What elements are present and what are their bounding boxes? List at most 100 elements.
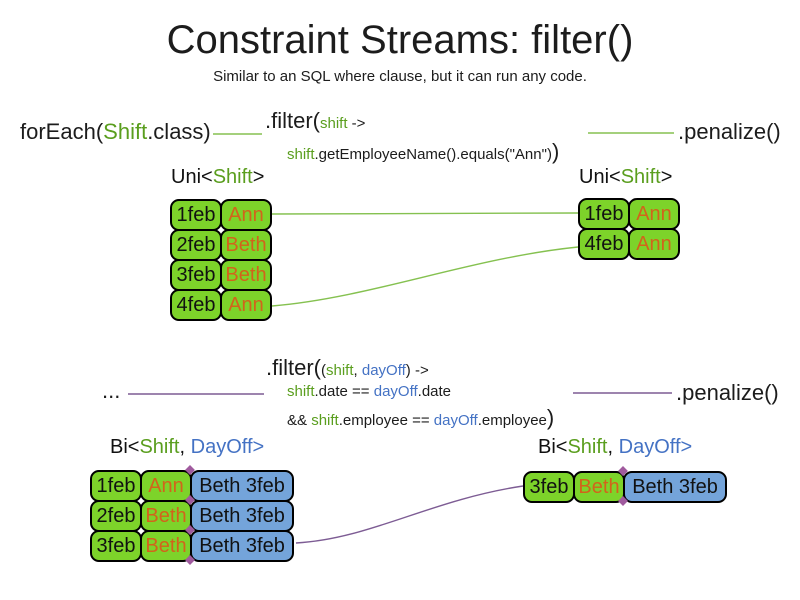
table-row: 3feb Beth Beth 3feb: [523, 471, 727, 503]
shift-date-cell: 3feb: [170, 259, 222, 291]
dayoff-cell: Beth 3feb: [190, 500, 294, 532]
filter2-params-open: (: [321, 362, 326, 379]
table-row: 3feb Beth Beth 3feb: [90, 530, 294, 562]
shift-employee-cell: Beth: [140, 500, 192, 532]
source-ellipsis: ...: [102, 378, 121, 403]
employee-name: Beth: [225, 263, 267, 286]
dayoff-cell: Beth 3feb: [190, 530, 294, 562]
filter-expression-2-body-line2: && shift.employee == dayOff.employee): [287, 405, 554, 431]
page-subtitle: Similar to an SQL where clause, but it c…: [213, 68, 587, 85]
employee-name: Ann: [636, 202, 672, 225]
shift-date-cell: 4feb: [170, 289, 222, 321]
filter-expression-1-body: shift.getEmployeeName().equals("Ann")): [287, 139, 559, 165]
uni-label-right: Uni<Shift>: [579, 166, 672, 189]
foreach-post: .class): [147, 119, 211, 144]
shift-date-cell: 3feb: [523, 471, 575, 503]
table-row: 4feb Ann: [578, 228, 680, 260]
employee-name: Beth: [145, 534, 187, 557]
penalize-expression-2: .penalize(): [676, 380, 779, 405]
bi-right-sep: ,: [607, 436, 619, 458]
uni-table-right: 1feb Ann 4feb Ann: [578, 198, 680, 260]
bi-left-type2: DayOff: [190, 436, 253, 458]
uni-left-pre: Uni<: [171, 166, 213, 188]
filter2-close: ): [546, 405, 555, 430]
filter-expression-2-head: .filter((shift, dayOff) ->: [266, 355, 429, 381]
filter1-param: shift: [320, 115, 348, 132]
filter1-arrow: ->: [347, 115, 366, 132]
filter2-params-close: ) ->: [405, 362, 429, 379]
shift-employee-cell: Ann: [140, 470, 192, 502]
uni-left-post: >: [252, 166, 265, 188]
filter2-param2: dayOff: [361, 362, 406, 379]
filter2-param1: shift: [326, 362, 354, 379]
shift-employee-cell: Beth: [220, 259, 272, 291]
shift-employee-cell: Ann: [628, 228, 680, 260]
uni-right-pre: Uni<: [579, 166, 621, 188]
bi-right-post: >: [680, 436, 693, 458]
filter2-l2-end: .date: [417, 383, 452, 400]
employee-name: Ann: [228, 203, 264, 226]
table-row: 1feb Ann: [170, 199, 272, 231]
wire-bi-3feb: [295, 485, 524, 544]
shift-date-cell: 2feb: [170, 229, 222, 261]
employee-name: Beth: [145, 504, 187, 527]
shift-date-cell: 1feb: [578, 198, 630, 230]
shift-date-cell: 1feb: [170, 199, 222, 231]
filter1-close: ): [551, 139, 560, 164]
filter1-body-rest: .getEmployeeName().equals("Ann"): [314, 146, 552, 163]
wire-shift-4feb: [271, 246, 579, 307]
bi-left-type1: Shift: [139, 436, 180, 458]
filter2-l3-op: .employee ==: [338, 412, 434, 429]
bi-left-pre: Bi<: [110, 436, 140, 458]
bi-left-sep: ,: [179, 436, 191, 458]
table-row: 2feb Beth: [170, 229, 272, 261]
shift-date-cell: 2feb: [90, 500, 142, 532]
shift-employee-cell: Beth: [140, 530, 192, 562]
shift-employee-cell: Beth: [573, 471, 625, 503]
foreach-expression: forEach(Shift.class): [20, 119, 211, 145]
dayoff-cell: Beth 3feb: [190, 470, 294, 502]
filter2-l2-var1: shift: [287, 383, 315, 400]
filter2-l3-end: .employee: [477, 412, 547, 429]
uni-table-left: 1feb Ann 2feb Beth 3feb Beth 4feb Ann: [170, 199, 272, 321]
bi-table-left: 1feb Ann Beth 3feb 2feb Beth Beth 3feb 3…: [90, 470, 294, 562]
table-row: 4feb Ann: [170, 289, 272, 321]
bi-right-pre: Bi<: [538, 436, 568, 458]
employee-name: Beth: [578, 475, 620, 498]
penalize-expression-1: .penalize(): [678, 119, 781, 144]
uni-left-type: Shift: [212, 166, 253, 188]
shift-employee-cell: Ann: [220, 289, 272, 321]
table-row: 2feb Beth Beth 3feb: [90, 500, 294, 532]
table-row: 1feb Ann: [578, 198, 680, 230]
shift-date-cell: 3feb: [90, 530, 142, 562]
shift-date-cell: 1feb: [90, 470, 142, 502]
filter2-param-sep: ,: [353, 362, 362, 379]
filter-expression-1-head: .filter(shift ->: [265, 108, 365, 134]
uni-label-left: Uni<Shift>: [171, 166, 264, 189]
employee-name: Beth: [225, 233, 267, 256]
foreach-type: Shift: [103, 119, 148, 144]
filter2-l3-var1: shift: [311, 412, 339, 429]
page-title: Constraint Streams: filter(): [166, 18, 634, 62]
bi-label-left: Bi<Shift, DayOff>: [110, 436, 264, 459]
filter2-l2-op: .date ==: [314, 383, 374, 400]
shift-employee-cell: Ann: [628, 198, 680, 230]
table-row: 1feb Ann Beth 3feb: [90, 470, 294, 502]
bi-left-post: >: [252, 436, 265, 458]
filter1-open: .filter(: [265, 108, 320, 133]
bi-right-type1: Shift: [567, 436, 608, 458]
uni-right-post: >: [660, 166, 673, 188]
uni-right-type: Shift: [620, 166, 661, 188]
bi-right-type2: DayOff: [618, 436, 681, 458]
filter1-body-var: shift: [287, 146, 315, 163]
filter2-l3-pre: &&: [287, 412, 312, 429]
filter2-open: .filter(: [266, 355, 321, 380]
dayoff-cell: Beth 3feb: [623, 471, 727, 503]
shift-employee-cell: Beth: [220, 229, 272, 261]
shift-date-cell: 4feb: [578, 228, 630, 260]
filter2-l3-var2: dayOff: [433, 412, 478, 429]
wire-shift-1feb: [271, 212, 579, 215]
bi-table-right: 3feb Beth Beth 3feb: [523, 471, 727, 503]
